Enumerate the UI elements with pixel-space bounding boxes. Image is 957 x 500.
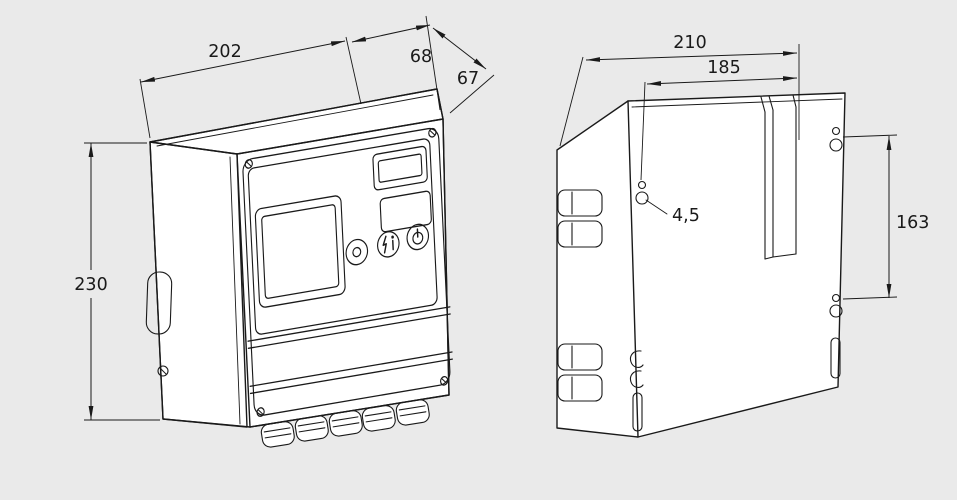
dimension-label-depth-housing: 68 (410, 47, 432, 67)
dimension-label-mounting-height: 163 (896, 213, 929, 233)
dimension-label-mounting-width: 185 (707, 58, 740, 78)
cable-glands (260, 389, 430, 448)
dimension-label-depth-cover: 67 (457, 69, 479, 89)
mounting-hole-bottom-right (829, 293, 843, 318)
buttons (345, 223, 430, 266)
info-dot-icon (391, 235, 394, 239)
front-cover-outline (242, 127, 451, 416)
top-edge-radius-line (631, 98, 843, 108)
cable-channel (760, 94, 797, 260)
mounting-hole-top-left (635, 180, 649, 205)
right-view-dimensions: 210 185 4,5 163 (559, 33, 929, 300)
lower-cover-ridges (247, 306, 453, 395)
dimension-line-202 (140, 40, 346, 83)
screw-icon (440, 375, 449, 386)
dimension-label-rear-width: 210 (673, 33, 706, 53)
label-window (379, 190, 432, 233)
extension-line (842, 134, 898, 138)
dimension-line-67 (432, 27, 487, 70)
extension-line (139, 78, 151, 139)
dimension-line-68 (351, 24, 431, 43)
housing-screws (244, 127, 449, 417)
dimension-line-185 (646, 76, 798, 86)
slot-bottom-right (830, 337, 841, 379)
reset-info-button (377, 231, 400, 258)
extension-line (640, 81, 646, 181)
select-button-dot-icon (352, 246, 362, 258)
top-edge-radius-line (156, 94, 434, 147)
screw-icon (244, 159, 253, 169)
retaining-clips (629, 350, 644, 388)
front-face (236, 118, 450, 428)
left-view-dimensions: 202 68 67 230 (74, 15, 495, 421)
leader-line-hole (645, 199, 668, 215)
screw-icon (256, 407, 265, 417)
left-view-front-isometric: 202 68 67 230 (74, 15, 495, 448)
housing (145, 88, 450, 428)
side-screw-slot (159, 367, 167, 375)
slot-bottom-left (632, 392, 643, 432)
dimension-label-hole-diameter: 4,5 (672, 206, 700, 226)
side-edge-radius-line (229, 156, 241, 425)
housing-silhouette (149, 88, 450, 428)
mounting-hole-top-right (829, 126, 843, 152)
main-display (254, 195, 346, 308)
side-back-edge (627, 100, 639, 438)
side-recess (145, 271, 173, 335)
extension-line (559, 56, 584, 147)
extension-line (449, 74, 495, 114)
right-view-rear: 210 185 4,5 163 (556, 33, 929, 438)
control-panel-outline (247, 138, 438, 335)
hinge-bottom (557, 343, 603, 402)
extension-line (345, 36, 362, 105)
dimension-label-height: 230 (74, 275, 107, 295)
select-button (345, 238, 369, 266)
lightning-icon (382, 235, 387, 254)
dimension-line-210 (585, 51, 798, 62)
power-button (406, 223, 430, 251)
hinge-top (557, 189, 603, 248)
front-panel (242, 127, 453, 417)
left-side-face (149, 141, 248, 428)
side-screw (157, 365, 169, 377)
led-display-window (372, 145, 428, 191)
dimension-label-width: 202 (208, 42, 241, 62)
screw-icon (428, 127, 437, 138)
